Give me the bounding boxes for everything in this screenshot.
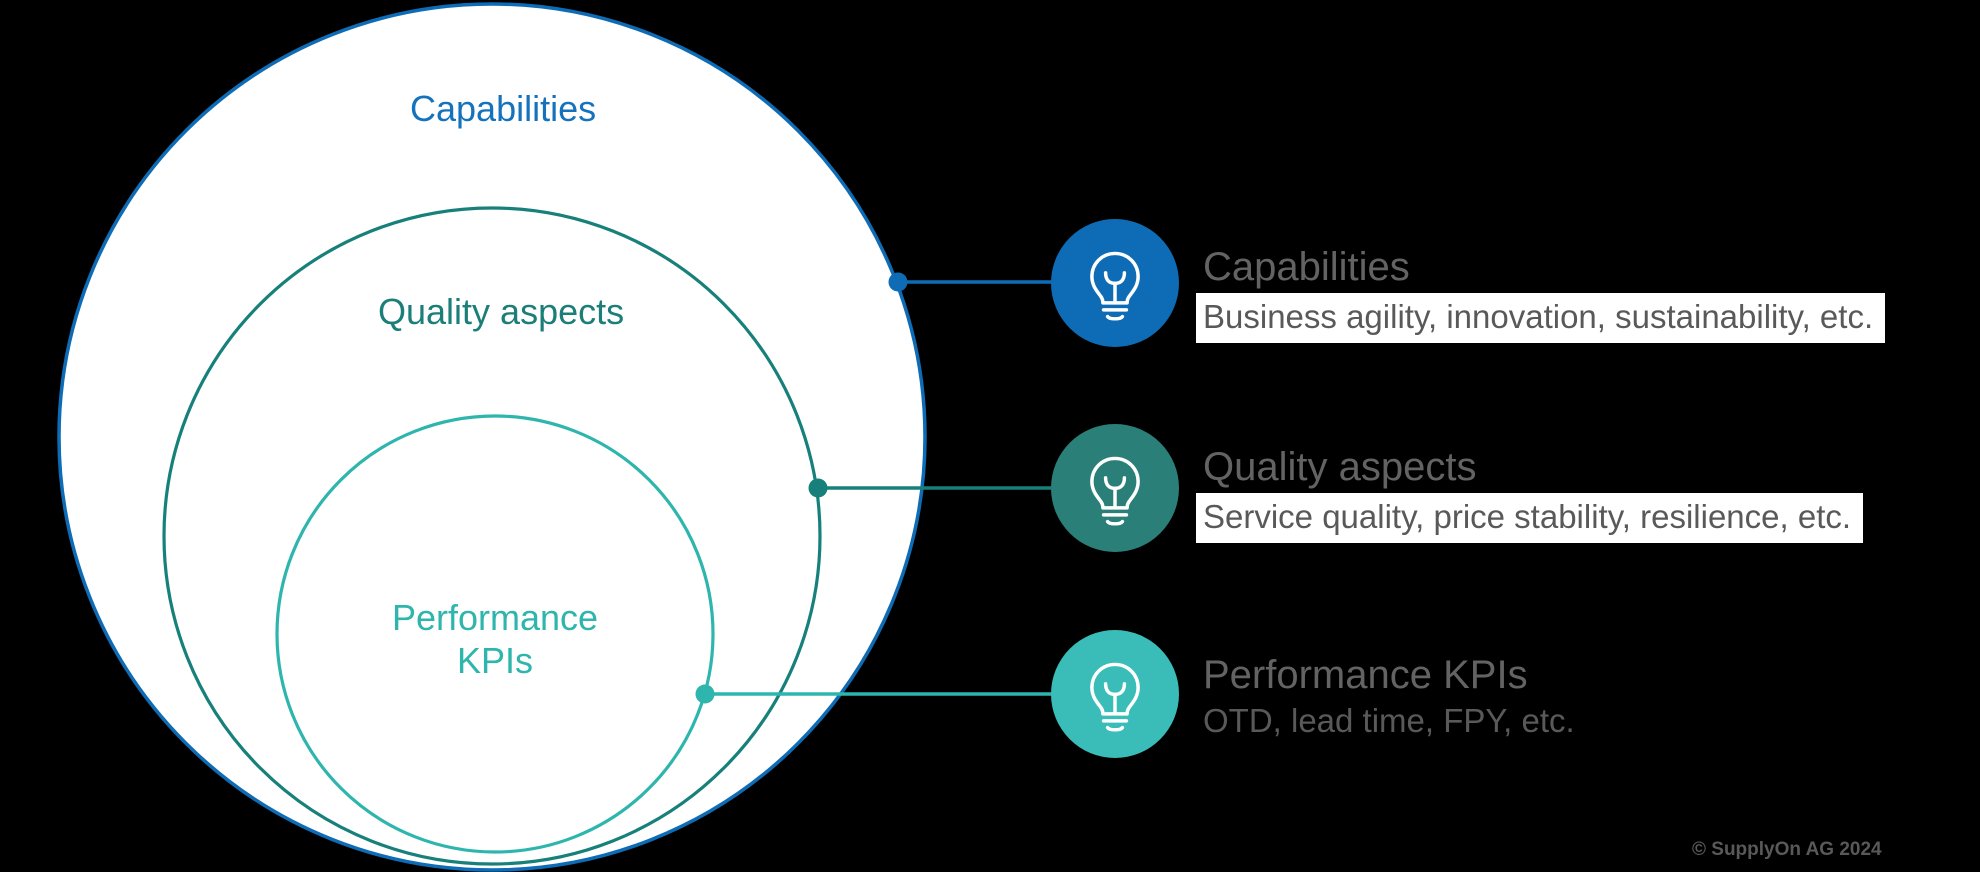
ring-performance-kpis bbox=[275, 414, 715, 854]
lightbulb-icon bbox=[1090, 251, 1140, 321]
capabilities-badge bbox=[1051, 219, 1179, 347]
lightbulb-icon bbox=[1090, 456, 1140, 526]
connector-dot-quality-aspects bbox=[808, 478, 828, 498]
ring-label-performance-kpis: Performance KPIs bbox=[391, 597, 599, 682]
callout-subtitle: Business agility, innovation, sustainabi… bbox=[1196, 293, 1886, 343]
callout-performance-kpis: Performance KPIs OTD, lead time, FPY, et… bbox=[1203, 654, 1575, 741]
callout-subtitle: OTD, lead time, FPY, etc. bbox=[1203, 702, 1575, 739]
callout-title: Performance KPIs bbox=[1203, 653, 1528, 697]
callout-quality-aspects: Quality aspects Service quality, price s… bbox=[1196, 445, 1864, 543]
quality-aspects-badge bbox=[1051, 424, 1179, 552]
callout-title: Capabilities bbox=[1203, 245, 1410, 289]
ring-label-quality-aspects: Quality aspects bbox=[378, 291, 625, 332]
copyright-notice: © SupplyOn AG 2024 bbox=[1692, 839, 1882, 860]
connector-dot-performance-kpis bbox=[695, 684, 715, 704]
ring-label-capabilities: Capabilities bbox=[410, 88, 597, 129]
connector-dot-capabilities bbox=[888, 272, 908, 292]
callout-title: Quality aspects bbox=[1203, 445, 1477, 489]
callout-subtitle: Service quality, price stability, resili… bbox=[1196, 493, 1864, 543]
lightbulb-icon bbox=[1090, 662, 1140, 732]
performance-kpis-badge bbox=[1051, 630, 1179, 758]
callout-capabilities: Capabilities Business agility, innovatio… bbox=[1196, 245, 1886, 343]
